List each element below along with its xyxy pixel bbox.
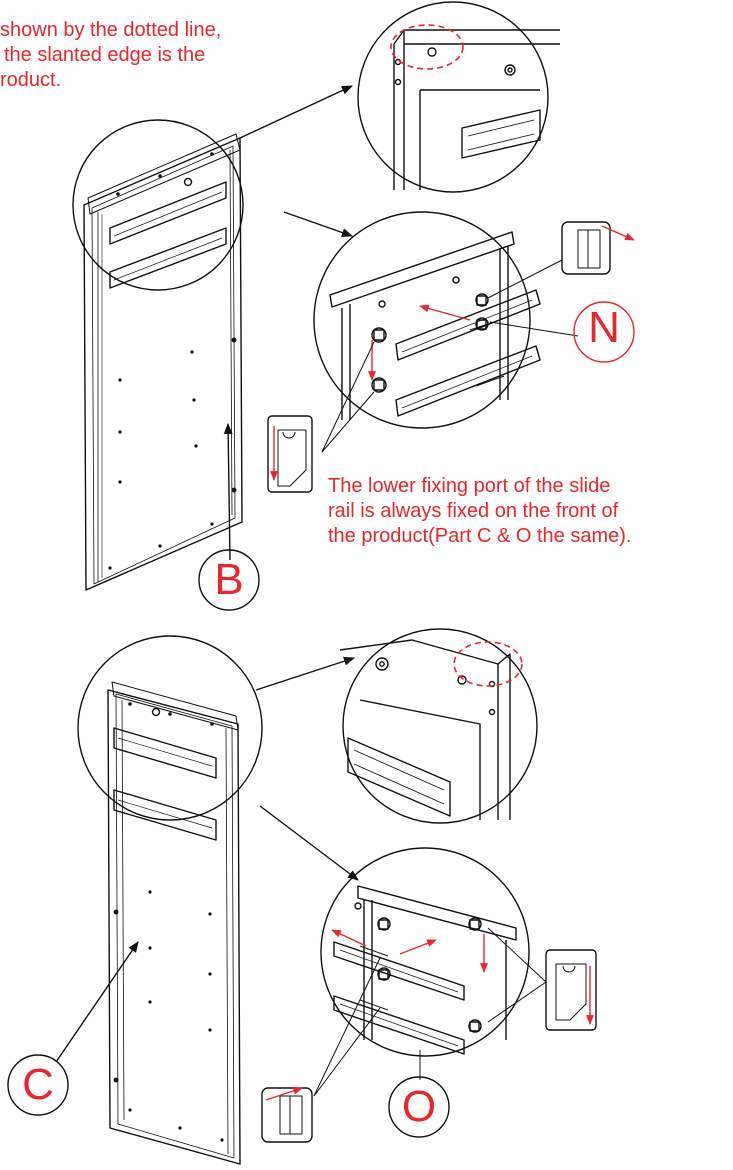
label-n: N	[588, 303, 620, 352]
label-c: C	[22, 1060, 54, 1109]
arrow-left-icon	[419, 304, 471, 321]
note-line: roduct.	[0, 69, 62, 91]
arrow-right-icon	[399, 939, 437, 955]
label-circle-c	[7, 1054, 69, 1116]
magnify-detail-rails-b	[313, 211, 531, 429]
note-line: The lower fixing port of the slide	[328, 475, 611, 497]
arrow-right-icon	[265, 1087, 303, 1101]
detail-rails-c	[333, 885, 517, 1055]
label-circle-b	[198, 549, 260, 611]
note-line: the slanted edge is the	[4, 44, 206, 66]
slanted-edge-marker	[453, 641, 523, 687]
hook-icon	[267, 415, 313, 493]
hook-icon	[545, 949, 597, 1031]
note-lower-fixing-port: The lower fixing port of the slide rail …	[328, 474, 631, 549]
magnify-detail-top-b	[357, 1, 549, 193]
detail-corner-b	[393, 29, 560, 190]
slanted-edge-marker	[390, 24, 464, 70]
panel-c	[107, 681, 241, 1165]
magnify-source-b	[72, 119, 244, 291]
label-b: B	[214, 555, 244, 604]
note-line: rail is always fixed on the front of	[328, 500, 619, 522]
magnify-detail-top-c	[342, 628, 538, 824]
detail-corner-c	[339, 639, 511, 820]
note-slanted-edge: shown by the dotted line, the slanted ed…	[0, 18, 221, 93]
arrow-left-icon	[331, 929, 367, 947]
label-circle-o	[388, 1076, 450, 1138]
panel-b	[83, 133, 243, 591]
clip-icon	[561, 221, 611, 275]
magnify-detail-rails-c	[320, 847, 530, 1057]
note-line: the product(Part C & O the same).	[328, 525, 632, 547]
note-line: shown by the dotted line,	[0, 19, 222, 41]
detail-rails-b	[329, 231, 541, 420]
label-o: O	[401, 1082, 437, 1131]
clip-icon	[261, 1087, 313, 1143]
arrow-right-icon	[601, 225, 635, 241]
label-circle-n	[573, 301, 635, 363]
magnify-source-c	[77, 635, 263, 821]
